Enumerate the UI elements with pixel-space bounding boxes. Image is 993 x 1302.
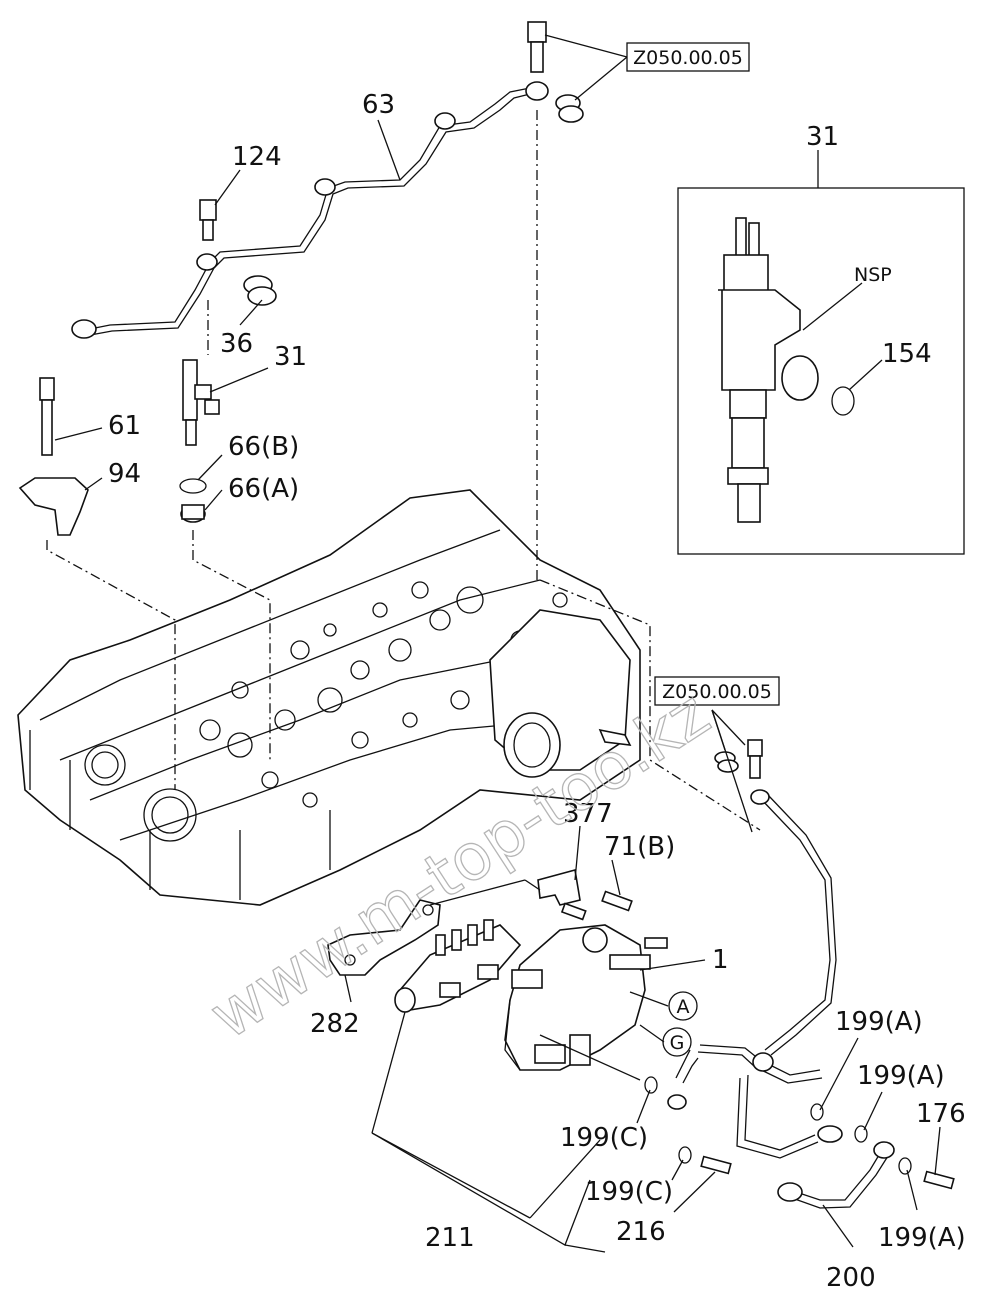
detail-box [677,150,965,555]
nsp-label: NSP [854,264,892,286]
callout-31-detail: 31 [806,122,839,152]
bolt-71b [560,890,633,921]
connector-marker-a: A [668,991,698,1021]
callout-66b: 66(B) [228,432,299,462]
supply-pump-1 [504,924,668,1071]
cylinder-head [17,489,641,906]
callout-31-left: 31 [274,342,307,372]
connector-marker-g-label: G [670,1032,685,1054]
bracket-377 [537,868,581,906]
callout-154: 154 [882,339,932,369]
callout-216: 216 [616,1217,666,1247]
callout-176: 176 [916,1099,966,1129]
bracket-282 [327,899,441,976]
callout-124: 124 [232,142,282,172]
callout-282: 282 [310,1009,360,1039]
gasket-top [555,94,584,123]
o-ring-66b [179,478,207,494]
fuel-hose-200 [777,1141,895,1209]
callout-66a: 66(A) [228,474,299,504]
fuel-pipe-right [667,789,843,1159]
reference-label-top: Z050.00.05 [633,47,743,69]
chain-lines [46,110,761,831]
callout-199c-2: 199(C) [585,1177,673,1207]
injector-31-small [182,359,220,446]
o-ring-154 [831,386,855,416]
eye-bolt-top [527,21,547,73]
callout-61: 61 [108,411,141,441]
injection-pipe-63 [71,81,549,339]
seal-66a [180,504,206,523]
washers-199 [644,1076,912,1175]
bracket-body [504,999,521,1071]
callout-1: 1 [712,945,729,975]
bolt-216 [700,1155,732,1175]
eye-bolt-right [714,739,763,779]
leader-lines [54,34,941,1253]
callout-199c-1: 199(C) [560,1123,648,1153]
common-rail-211 [394,919,522,1013]
stud-61 [39,377,55,456]
clamp-94 [18,477,89,536]
callout-71b: 71(B) [604,832,675,862]
eye-bolt-124 [199,199,217,241]
reference-box-right[interactable]: Z050.00.05 [654,676,780,706]
gasket-36 [243,275,277,306]
reference-label-right: Z050.00.05 [662,681,772,703]
callout-200: 200 [826,1263,876,1293]
injector-detail [718,217,819,523]
reference-box-top[interactable]: Z050.00.05 [626,42,750,72]
callout-199a-1: 199(A) [835,1007,923,1037]
bolt-176 [923,1170,955,1190]
callout-labels: 63 124 36 31 61 66(B) 94 66(A) 31 NSP 15… [108,90,966,1293]
callout-36: 36 [220,329,253,359]
callout-63: 63 [362,90,395,120]
callout-211: 211 [425,1223,475,1253]
callout-94: 94 [108,459,141,489]
connector-marker-g: G [662,1027,692,1057]
callout-199a-2: 199(A) [857,1061,945,1091]
connector-marker-a-label: A [677,996,690,1018]
callout-199a-3: 199(A) [878,1223,966,1253]
callout-377: 377 [563,799,613,829]
